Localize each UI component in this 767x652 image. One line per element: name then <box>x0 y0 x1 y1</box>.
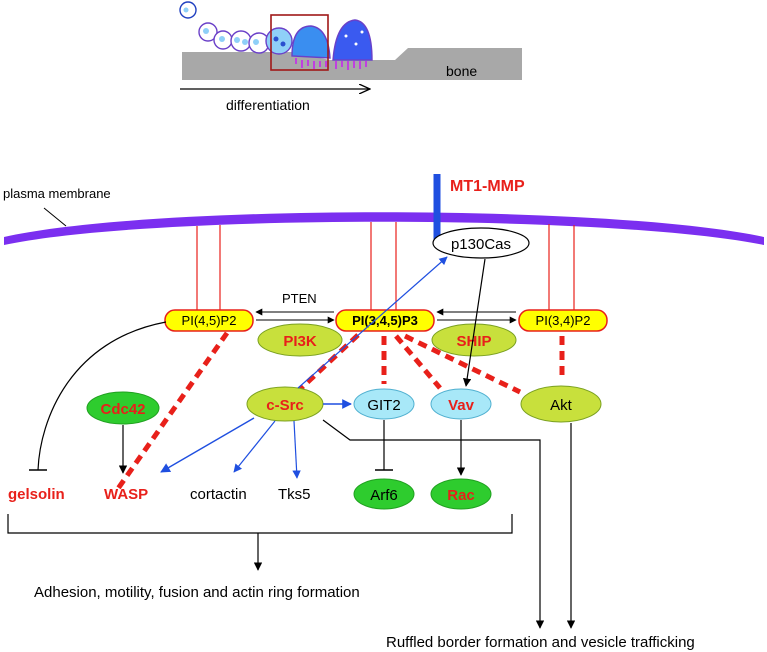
lipid-tethers <box>196 222 575 310</box>
git2-label: GIT2 <box>367 397 400 414</box>
csrc-label: c-Src <box>266 397 304 414</box>
pi345p3-node <box>335 309 435 332</box>
bone-label: bone <box>446 63 477 79</box>
rac-label: Rac <box>447 487 475 504</box>
dashed-associations <box>114 331 565 492</box>
csrc-to-ruffled-arrow <box>322 419 545 629</box>
ship-node <box>431 323 517 357</box>
ruffled-outcome-label: Ruffled border formation and vesicle tra… <box>386 634 695 651</box>
cdc42-node <box>86 391 160 425</box>
pi34p2-label: PI(3,4)P2 <box>536 313 591 328</box>
tks5-label: Tks5 <box>278 486 311 503</box>
mt1mmp-label: MT1-MMP <box>450 178 525 195</box>
akt-label: Akt <box>550 397 573 414</box>
highlight-box <box>270 14 329 71</box>
csrc-to-p130cas-arrow <box>297 256 448 389</box>
arf6-label: Arf6 <box>370 487 398 504</box>
plasma-membrane-label: plasma membrane <box>3 186 111 201</box>
cdc42-label: Cdc42 <box>100 401 145 418</box>
plasma-membrane <box>4 212 764 245</box>
pi345p3-label: PI(3,4,5)P3 <box>352 313 418 328</box>
p130cas-label: p130Cas <box>451 236 511 253</box>
cortactin-label: cortactin <box>190 486 247 503</box>
vav-node <box>430 388 492 420</box>
csrc-to-cortactin-arrow <box>233 420 276 473</box>
differentiation-label: differentiation <box>226 97 310 113</box>
pi45p2-label: PI(4,5)P2 <box>182 313 237 328</box>
p130cas-to-vav-arrow <box>462 258 486 387</box>
pi45p2-node <box>164 309 254 332</box>
differentiation-illustration: bone differentiat <box>179 1 522 113</box>
osteoclast-cells <box>179 1 373 61</box>
gelsolin-label: gelsolin <box>8 486 65 503</box>
pi45p2-inhibits-gelsolin <box>37 321 167 471</box>
arf6-node <box>353 478 415 510</box>
csrc-to-tks5-arrow <box>292 420 301 479</box>
rac-node <box>430 478 492 510</box>
effector-bracket <box>7 514 513 534</box>
ruffled-border-fringe <box>295 58 367 70</box>
pi3k-label: PI3K <box>283 333 317 350</box>
pten-label: PTEN <box>282 291 317 306</box>
vav-label: Vav <box>448 397 475 414</box>
membrane-group: plasma membrane <box>3 186 764 245</box>
wasp-label: WASP <box>104 486 148 503</box>
pi34p2-node <box>518 309 608 332</box>
bone-surface <box>182 48 522 80</box>
git2-node <box>353 388 415 420</box>
p130cas-node <box>432 227 530 259</box>
csrc-to-wasp-arrow <box>160 417 255 473</box>
pi3k-node <box>257 323 343 357</box>
adhesion-outcome-label: Adhesion, motility, fusion and actin rin… <box>34 584 360 601</box>
ship-label: SHIP <box>456 333 491 350</box>
akt-node <box>520 385 602 423</box>
membrane-pointer-line <box>43 207 67 227</box>
